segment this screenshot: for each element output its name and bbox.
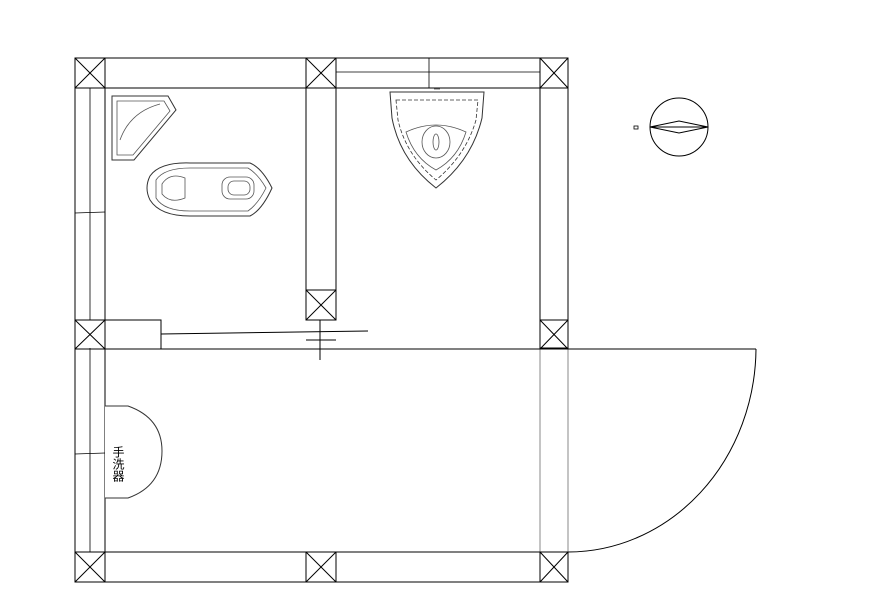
- column: [74, 551, 106, 583]
- column: [539, 551, 569, 583]
- column: [305, 289, 337, 321]
- column: [74, 57, 106, 89]
- column: [539, 319, 569, 350]
- urinal: [389, 88, 485, 189]
- corner-sink: [111, 95, 177, 161]
- hand-basin: 手洗器: [105, 405, 163, 499]
- hand-basin-label: 手洗器: [111, 446, 125, 483]
- column: [305, 57, 337, 89]
- partition-door-lines: [160, 320, 369, 360]
- structural-columns: [74, 57, 569, 583]
- column: [305, 551, 337, 583]
- squat-toilet: [146, 162, 273, 217]
- door-swing-arc: [567, 348, 757, 553]
- column: [74, 319, 106, 350]
- column: [539, 57, 569, 89]
- north-arrow-symbol: [633, 97, 709, 157]
